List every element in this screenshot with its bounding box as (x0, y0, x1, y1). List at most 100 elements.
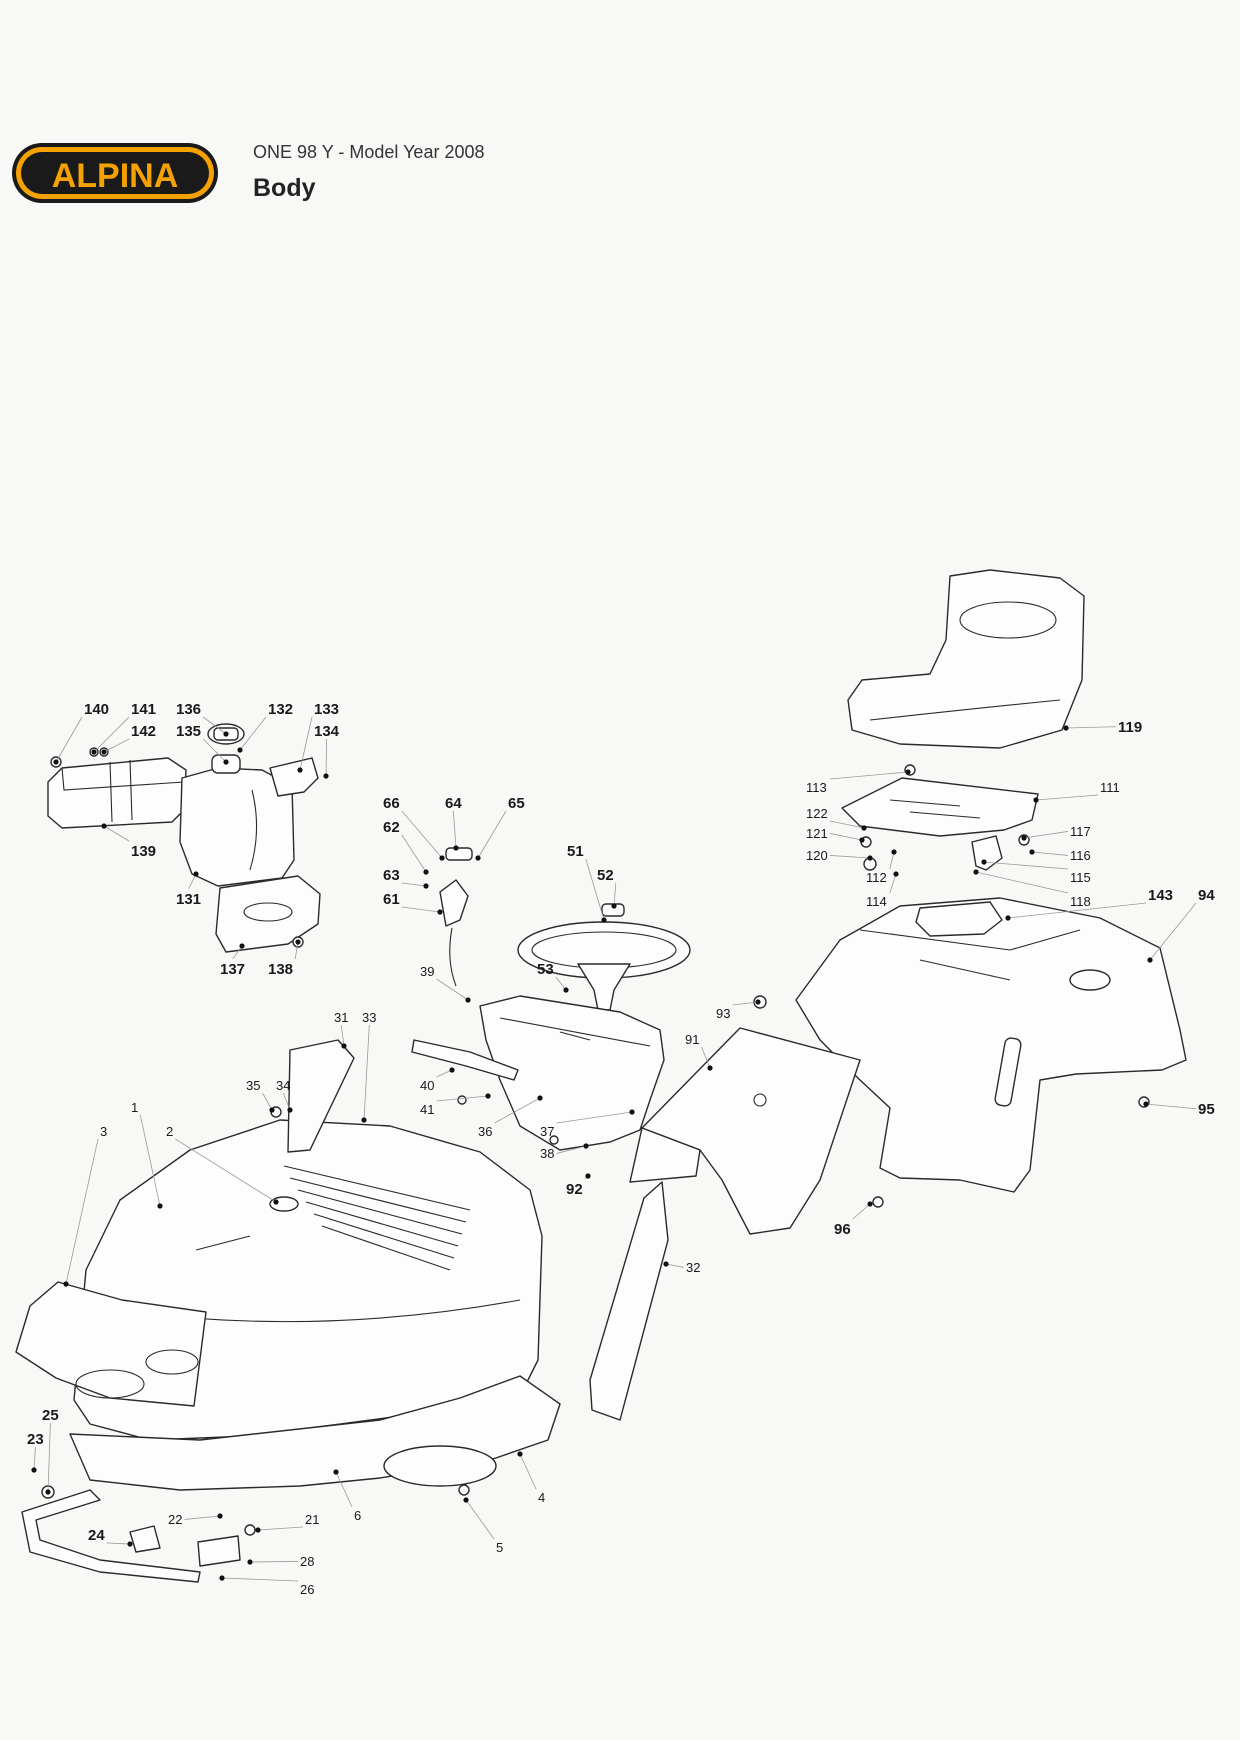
leader-line-53 (555, 976, 567, 991)
leader-line-114 (889, 873, 897, 894)
leader-line-26 (221, 1577, 299, 1582)
leader-line-52 (613, 882, 617, 907)
alpina-logo: ALPINA (12, 143, 218, 203)
leader-line-91 (701, 1046, 711, 1069)
leader-line-66 (401, 810, 443, 859)
leader-dot-36 (537, 1095, 543, 1101)
leader-dot-140 (53, 759, 59, 765)
callout-63: 63 (383, 867, 400, 884)
leader-line-143 (1007, 902, 1147, 919)
leader-line-122 (829, 820, 865, 829)
fuel-cap-part (207, 723, 245, 745)
leader-line-41 (436, 1095, 489, 1102)
callout-134: 134 (314, 723, 340, 740)
leader-dot-119 (1063, 725, 1069, 731)
fasteners (41, 747, 1150, 1536)
leader-dot-96 (867, 1201, 873, 1207)
steering-wheel-part (517, 903, 691, 1011)
leader-line-65 (477, 810, 507, 859)
leader-line-5 (465, 1499, 495, 1540)
leader-dot-112 (891, 849, 897, 855)
callout-51: 51 (567, 843, 584, 860)
leader-line-3 (65, 1138, 99, 1285)
callout-22: 22 (168, 1512, 182, 1527)
front-bumper-part (21, 1489, 241, 1583)
leader-line-138 (294, 941, 299, 960)
callout-140: 140 (84, 701, 109, 718)
leader-dot-91 (707, 1065, 713, 1071)
callout-53: 53 (537, 961, 554, 978)
leader-dot-63 (423, 883, 429, 889)
leader-line-111 (1035, 794, 1099, 801)
leader-line-133 (299, 716, 313, 771)
callout-113: 113 (806, 780, 827, 795)
callout-32: 32 (686, 1260, 700, 1275)
leader-dot-65 (475, 855, 481, 861)
fuel-tank-part (179, 754, 295, 887)
leader-dot-39 (465, 997, 471, 1003)
leader-dot-142 (101, 749, 107, 755)
callout-61: 61 (383, 891, 400, 908)
callout-112: 112 (866, 870, 887, 885)
callout-138: 138 (268, 961, 293, 978)
callout-37: 37 (540, 1124, 554, 1139)
callout-120: 120 (806, 848, 828, 863)
leader-dot-2 (273, 1199, 279, 1205)
leader-dot-23 (31, 1467, 37, 1473)
callout-143: 143 (1148, 887, 1173, 904)
footboard-part (629, 1027, 861, 1235)
callout-133: 133 (314, 701, 339, 718)
callout-96: 96 (834, 1221, 851, 1238)
callout-5: 5 (496, 1540, 503, 1555)
callout-24: 24 (88, 1527, 105, 1544)
leader-line-63 (401, 882, 427, 887)
leader-line-136 (202, 716, 227, 735)
leader-line-1 (139, 1114, 161, 1207)
leader-dot-53 (563, 987, 569, 993)
leader-line-142 (103, 738, 130, 753)
leader-dot-137 (239, 943, 245, 949)
leader-line-25 (47, 1422, 51, 1493)
leader-line-141 (93, 716, 130, 753)
leader-dot-66 (439, 855, 445, 861)
leader-line-93 (732, 1001, 759, 1006)
callout-131: 131 (176, 891, 201, 908)
leader-line-120 (829, 855, 871, 859)
callout-142: 142 (131, 723, 156, 740)
leader-dot-33 (361, 1117, 367, 1123)
callout-39: 39 (420, 964, 434, 979)
callout-94: 94 (1198, 887, 1215, 904)
callout-6: 6 (354, 1508, 361, 1523)
callout-62: 62 (383, 819, 400, 836)
leader-dot-21 (255, 1527, 261, 1533)
leader-line-119 (1065, 726, 1117, 729)
seat-part (847, 569, 1085, 749)
leader-dot-122 (861, 825, 867, 831)
callout-93: 93 (716, 1006, 730, 1021)
callout-2: 2 (166, 1124, 173, 1139)
leader-dot-3 (63, 1281, 69, 1287)
callout-117: 117 (1070, 824, 1091, 839)
callout-136: 136 (176, 701, 201, 718)
leader-lines (31, 716, 1197, 1582)
leader-dot-117 (1021, 835, 1027, 841)
callout-65: 65 (508, 795, 525, 812)
callout-64: 64 (445, 795, 462, 812)
callout-115: 115 (1070, 870, 1091, 885)
leader-line-117 (1023, 831, 1069, 839)
leader-dot-93 (755, 999, 761, 1005)
leader-line-95 (1145, 1103, 1197, 1110)
callout-91: 91 (685, 1032, 699, 1047)
leader-line-112 (889, 851, 895, 870)
leader-dot-41 (485, 1093, 491, 1099)
leader-line-137 (232, 945, 243, 960)
leader-line-135 (202, 738, 227, 763)
leader-line-24 (106, 1542, 131, 1545)
leader-dot-52 (611, 903, 617, 909)
leader-line-40 (436, 1069, 453, 1078)
callout-66: 66 (383, 795, 400, 812)
callout-33: 33 (362, 1010, 376, 1025)
fuel-tank-base-part (215, 875, 321, 953)
